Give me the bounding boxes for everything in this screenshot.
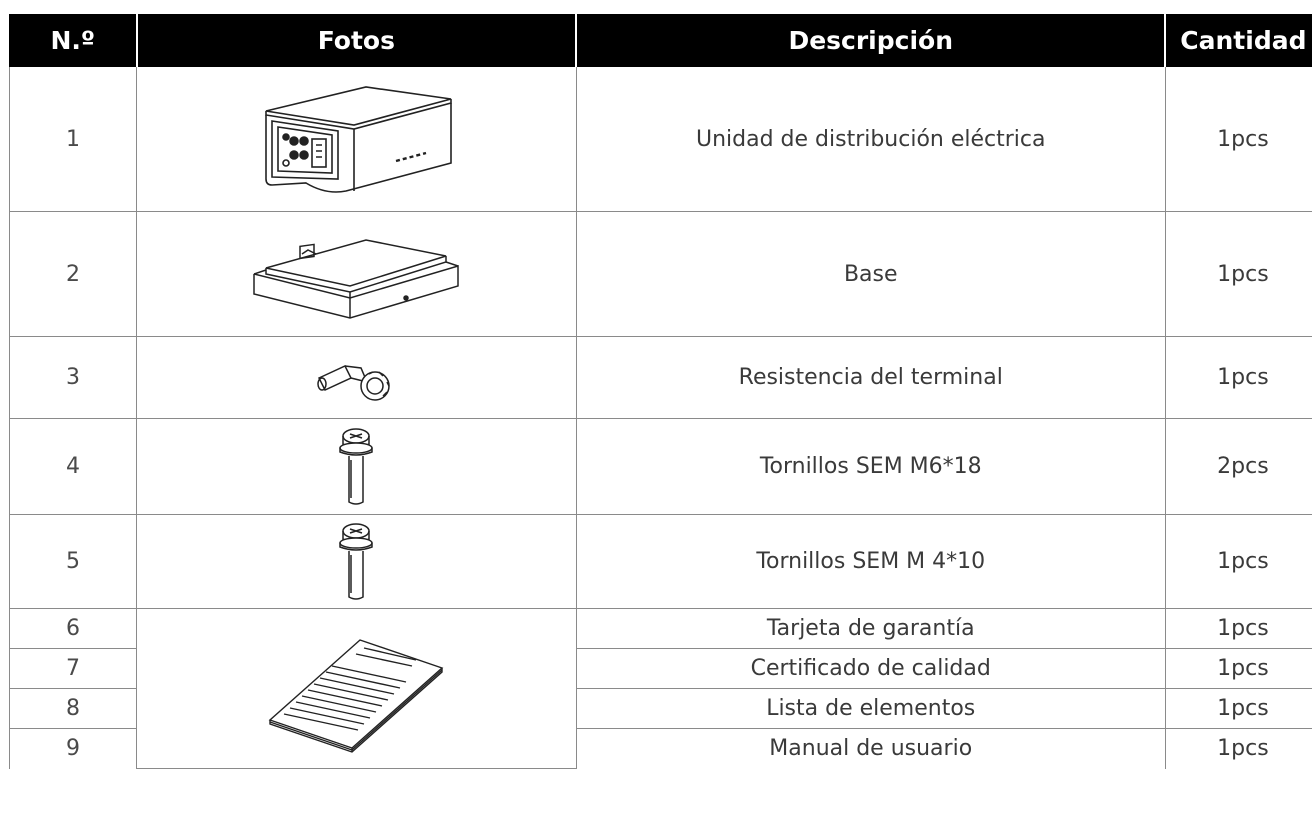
row-photo	[136, 66, 577, 212]
row-description: Tornillos SEM M 4*10	[575, 514, 1166, 609]
row-quantity: 1pcs	[1164, 688, 1312, 729]
row-description: Unidad de distribución eléctrica	[575, 66, 1166, 212]
table-row: 6	[8, 608, 1312, 769]
row-quantity: 1pcs	[1164, 648, 1312, 689]
row-number: 8	[8, 688, 138, 729]
document-stack-icon	[268, 638, 444, 753]
row-photo	[136, 336, 577, 419]
header-photos: Fotos	[136, 14, 578, 67]
row-number: 2	[8, 211, 138, 337]
row-quantity: 1pcs	[1164, 728, 1312, 769]
row-number: 3	[8, 336, 138, 419]
row-quantity: 1pcs	[1164, 514, 1312, 609]
terminal-resistor-connector-icon	[317, 364, 391, 401]
table-row: 2 Base 1pcs	[8, 211, 1312, 337]
row-description: Tarjeta de garantía	[575, 608, 1166, 649]
header-number: N.º	[8, 14, 138, 67]
header-description: Descripción	[575, 14, 1167, 67]
row-number: 1	[8, 66, 138, 212]
table-header-row: N.º Fotos Descripción Cantidad	[8, 14, 1312, 67]
row-description: Tornillos SEM M6*18	[575, 418, 1166, 515]
row-description: Lista de elementos	[575, 688, 1166, 729]
row-description: Manual de usuario	[575, 728, 1166, 769]
row-quantity: 1pcs	[1164, 66, 1312, 212]
row-quantity: 1pcs	[1164, 211, 1312, 337]
row-photo	[136, 211, 577, 337]
row-quantity: 1pcs	[1164, 608, 1312, 649]
header-quantity: Cantidad	[1164, 14, 1312, 67]
table-row: 1	[8, 66, 1312, 212]
row-number: 6	[8, 608, 138, 649]
row-description: Certificado de calidad	[575, 648, 1166, 689]
base-plate-icon	[253, 239, 460, 319]
table-row: 9 Manual de usuario 1pcs	[8, 728, 1312, 769]
table-row: 4 Tornillos SEM M6*18 2pcs	[8, 418, 1312, 515]
row-photo	[136, 514, 577, 609]
row-number: 9	[8, 728, 138, 769]
row-number: 7	[8, 648, 138, 689]
table-row: 3 Resistencia del terminal 1pcs	[8, 336, 1312, 419]
table-row: 7 Certificado de calidad 1pcs	[8, 648, 1312, 689]
sem-screw-icon	[339, 522, 374, 600]
row-number: 4	[8, 418, 138, 515]
row-description: Resistencia del terminal	[575, 336, 1166, 419]
packing-list-table: N.º Fotos Descripción Cantidad 1	[8, 14, 1312, 769]
row-number: 5	[8, 514, 138, 609]
row-quantity: 1pcs	[1164, 336, 1312, 419]
row-description: Base	[575, 211, 1166, 337]
row-quantity: 2pcs	[1164, 418, 1312, 515]
row-photo	[136, 608, 577, 769]
table-row: 5 Tornillos SEM M 4*10 1pcs	[8, 514, 1312, 609]
row-photo	[136, 418, 577, 515]
sem-screw-icon	[339, 427, 374, 505]
power-distribution-unit-icon	[265, 86, 453, 193]
